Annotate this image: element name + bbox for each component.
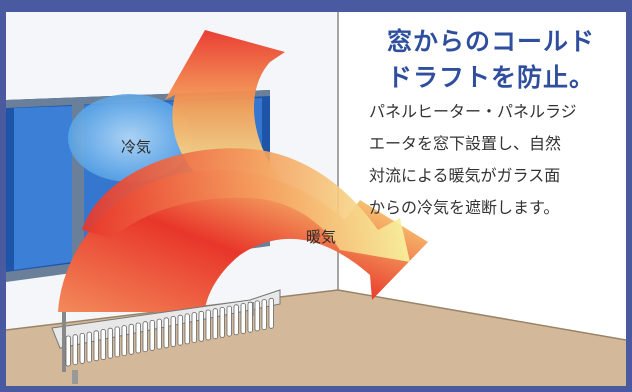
window-pane [14,106,72,270]
heater-fin [93,330,99,362]
heater-fin [226,305,232,337]
heater-fin [128,323,134,355]
heater-fin [86,331,92,363]
heater-fin [205,309,211,341]
heater-fin [114,326,120,358]
heater-fin [72,334,78,366]
warm-air-arc-arrow [82,148,410,262]
heater-fins [65,297,274,367]
heater-fin [212,308,218,340]
heater-fin [156,318,162,350]
heater-fin [163,317,169,349]
description: パネルヒーター・パネルラジ エータを窓下設置し、自然 対流による暖気がガラス面 … [369,96,629,224]
headline-line-2: ドラフトを防止。 [386,63,595,92]
heater-fin [219,306,225,338]
heater-fin [198,310,204,342]
heater-fin [261,299,267,331]
heater-fin [184,313,190,345]
heater-fin [107,327,113,359]
warm-air-label: 暖気 [306,228,337,246]
description-line: からの冷気を遮断します。 [369,198,560,217]
floor-line-right [337,289,627,341]
cold-air-label: 冷気 [121,138,152,156]
description-line: パネルヒーター・パネルラジ [369,102,577,121]
heater-fin [65,335,71,367]
heater-fin [170,316,176,347]
heater-fin [247,301,253,333]
headline: 窓からのコールド ドラフトを防止。 [356,24,626,96]
description-line: 対流による暖気がガラス面 [369,166,561,185]
heater-fin [254,300,260,332]
heater-fin [268,297,274,329]
heater-fin [233,304,239,336]
headline-line-1: 窓からのコールド [386,27,595,56]
heater-fin [177,314,183,346]
heater-fin [149,319,155,351]
heater-fin [79,332,85,364]
heater-fin [142,321,148,353]
heater-fin [121,325,127,357]
heater-fin [135,322,141,354]
description-line: エータを窓下設置し、自然 [369,134,562,153]
heater-fin [191,312,197,344]
cold-air-bubble [68,94,192,182]
heater-fin [240,303,246,334]
heater-fin [100,329,106,360]
